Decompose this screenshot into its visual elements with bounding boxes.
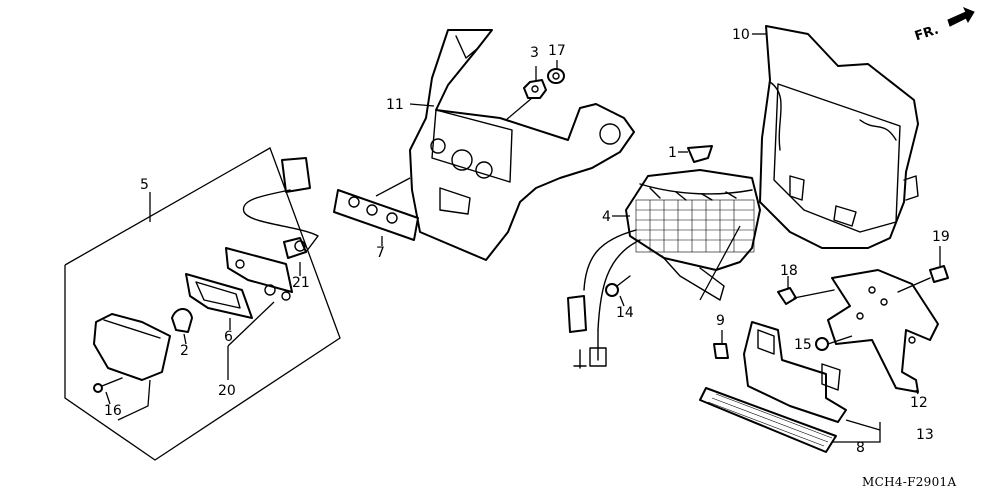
part-21-wire-harness bbox=[242, 157, 319, 259]
part-14-screw bbox=[605, 275, 631, 297]
leader-13 bbox=[845, 419, 881, 431]
part-18-bolt bbox=[777, 287, 835, 305]
part-15-nut bbox=[815, 337, 829, 351]
part-7-plate bbox=[333, 189, 419, 241]
callout-8: 8 bbox=[856, 440, 865, 456]
callout-13: 13 bbox=[916, 427, 934, 443]
part-13-reflector-bracket bbox=[743, 321, 847, 423]
part-license-light-housing bbox=[93, 313, 171, 381]
callout-14: 14 bbox=[616, 305, 634, 321]
part-8-reflector bbox=[699, 387, 837, 453]
callout-5: 5 bbox=[140, 177, 149, 193]
part-3-nut bbox=[523, 79, 547, 99]
part-16-screw bbox=[93, 377, 123, 393]
leader-2 bbox=[183, 333, 187, 345]
part-11-rear-cowl bbox=[409, 29, 635, 261]
part-4-taillight bbox=[567, 169, 761, 369]
arrow-front-icon bbox=[947, 7, 975, 27]
part-19-bolt bbox=[897, 265, 949, 293]
part-2-bulb bbox=[171, 308, 193, 333]
callout-3: 3 bbox=[530, 45, 539, 61]
callout-6: 6 bbox=[224, 329, 233, 345]
leader-14 bbox=[619, 295, 625, 307]
callout-2: 2 bbox=[180, 343, 189, 359]
callout-18: 18 bbox=[780, 263, 798, 279]
leader-4-holder bbox=[699, 225, 741, 301]
part-6-gasket bbox=[185, 273, 253, 319]
callout-7: 7 bbox=[376, 245, 385, 261]
part-9-clip bbox=[713, 343, 729, 359]
callout-12: 12 bbox=[910, 395, 928, 411]
callout-4: 4 bbox=[602, 209, 611, 225]
leader-16 bbox=[105, 391, 111, 405]
callout-15: 15 bbox=[794, 337, 812, 353]
callout-1: 1 bbox=[668, 145, 677, 161]
callout-11: 11 bbox=[386, 97, 404, 113]
callout-10: 10 bbox=[732, 27, 750, 43]
group-bracket-5 bbox=[64, 147, 341, 461]
leader-8-13 bbox=[832, 422, 881, 443]
leader-7-cowl bbox=[375, 177, 411, 197]
leader-16b bbox=[117, 379, 151, 421]
callout-9: 9 bbox=[716, 313, 725, 329]
part-20-lens-base bbox=[225, 247, 293, 301]
callout-19: 19 bbox=[932, 229, 950, 245]
leader-15-line bbox=[827, 335, 853, 345]
callout-16: 16 bbox=[104, 403, 122, 419]
part-12-bracket bbox=[827, 269, 939, 393]
leader-12 bbox=[915, 389, 919, 395]
leader-11 bbox=[409, 103, 435, 107]
leader-20b bbox=[227, 301, 275, 347]
part-1-cap bbox=[687, 145, 713, 163]
leader-3-cowl bbox=[505, 97, 533, 121]
part-17-washer bbox=[547, 68, 565, 84]
callout-21: 21 bbox=[292, 275, 310, 291]
part-10-rear-cowl-inner bbox=[759, 25, 919, 249]
diagram-code: MCH4-F2901A bbox=[862, 475, 957, 489]
callout-17: 17 bbox=[548, 43, 566, 59]
callout-20: 20 bbox=[218, 383, 236, 399]
